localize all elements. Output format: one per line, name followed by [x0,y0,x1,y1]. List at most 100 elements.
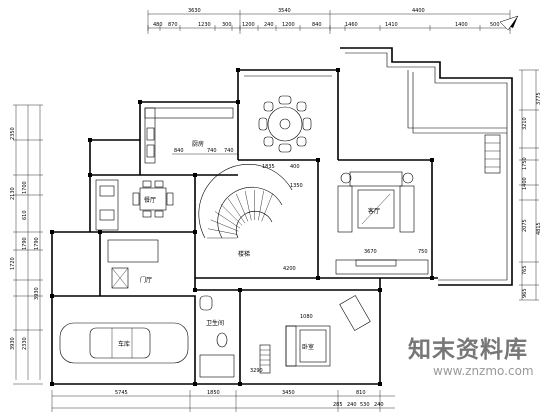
column [88,138,92,142]
dim-interior: 3670 [364,249,377,255]
bath-label: 卫生间 [206,319,224,327]
dim-top-inner: 480 [153,22,163,28]
dim-interior: 740 [207,148,217,154]
bottom-dimension-chain: 5745 1850 3450 810 285 240 530 240 [51,390,395,412]
dim-top-outer: 3540 [278,8,291,14]
column [193,173,197,177]
dim-bottom-outer: 1850 [207,390,220,396]
dim-bottom-inner: 240 [374,402,384,408]
bedroom: 卧室 1080 3290 [240,289,381,385]
dim-left: 2130 [10,187,16,200]
dim-left: 1700 [22,181,28,194]
stair-step [210,219,239,232]
dim-top-inner: 240 [264,22,274,28]
column [316,276,320,280]
dim-top-inner: 1200 [282,22,295,28]
dim-bottom-outer: 5745 [115,390,128,396]
service-block: 门厅 [99,231,196,296]
dim-left: 1790 [22,237,28,250]
column [238,382,242,386]
column [378,288,382,292]
dim-left: 1790 [34,237,40,250]
top-dimension-chain: 3630 3540 4400 480 870 1230 300 1200 240… [147,8,511,34]
stair: 楼梯 [198,164,293,258]
stair-step [220,204,243,226]
dim-interior: 3290 [250,368,263,374]
dim-left: 610 [22,210,28,220]
right-dimension-chain: 3775 3210 1750 1400 4815 2075 765 965 [519,69,542,301]
terrace-outline [340,47,513,286]
breakfast-nook: 餐厅 [89,174,196,232]
column [138,100,142,104]
stair-step [258,190,264,221]
watermark-url: www.znzmo.com [433,364,534,378]
kitchen-label: 厨房 [192,140,204,148]
dim-right: 965 [522,288,528,298]
stair-step [214,211,241,229]
left-dimension-chain: 2350 2130 1700 610 1790 1720 2330 3930 1… [10,104,43,385]
bathroom: 卫生间 [195,289,241,385]
stair-step [227,198,246,224]
dim-interior: 1350 [290,183,303,189]
dim-top-inner: 300 [222,22,232,28]
garage-label: 车库 [118,340,130,348]
dim-right: 4815 [536,222,542,235]
outer-walls [51,139,438,296]
living-label: 客厅 [368,207,380,215]
dim-interior: 400 [290,164,300,170]
dim-top-inner: 870 [168,22,178,28]
dim-top-inner: 1230 [198,22,211,28]
dim-top-outer: 4400 [412,8,425,14]
dim-right: 1750 [522,157,528,170]
dim-left: 2330 [22,337,28,350]
column [238,288,242,292]
watermark-text: 知末资料库 [408,337,528,363]
column [316,158,320,162]
column [236,68,240,72]
dim-interior: 1835 [262,164,275,170]
dim-interior: 1080 [300,314,313,320]
stair-step [261,193,273,222]
column [193,288,197,292]
dim-right: 765 [522,265,528,275]
dim-right: 3775 [536,92,542,105]
stair-step [207,228,238,235]
dim-bottom-inner: 285 [333,402,343,408]
garage: 车库 [51,295,196,385]
dim-right: 2075 [522,219,528,232]
dim-interior: 4200 [283,266,296,272]
dim-bottom-outer: 810 [356,390,366,396]
column [236,100,240,104]
bedroom-label: 卧室 [302,343,314,351]
column [50,230,54,234]
dim-top-inner: 1400 [455,22,468,28]
north-arrow-icon [499,15,519,31]
stair-label: 楼梯 [238,250,250,258]
column [50,382,54,386]
column [193,382,197,386]
dim-top-inner: 1200 [242,22,255,28]
columns [50,68,434,386]
dining-label: 餐厅 [144,196,156,204]
dim-bottom-outer: 3450 [282,390,295,396]
column [336,68,340,72]
dim-top-inner: 1410 [385,22,398,28]
dim-right: 3210 [522,117,528,130]
kitchen: 厨房 840 740 740 [139,101,238,175]
watermark: 知末资料库 www.znzmo.com [408,330,558,390]
column [98,230,102,234]
stair-step [244,190,252,221]
column [430,158,434,162]
dim-bottom-inner: 240 [347,402,357,408]
column [88,173,92,177]
dim-right: 1400 [522,177,528,190]
dim-left: 1720 [10,257,16,270]
column [378,382,382,386]
dim-left: 2350 [10,127,16,140]
dim-interior: 840 [174,148,184,154]
dim-interior: 740 [224,148,234,154]
living-room: 客厅 1835 400 1350 3670 750 4200 [262,159,433,278]
stair-step [236,193,249,222]
column [430,276,434,280]
